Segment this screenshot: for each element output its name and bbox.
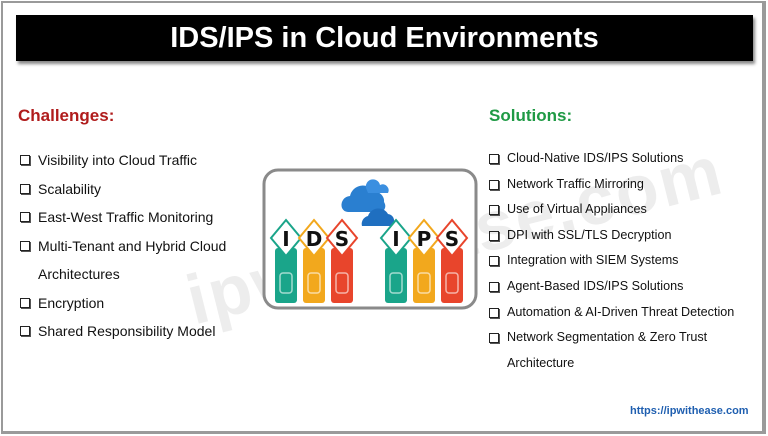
list-item-text: Multi-Tenant and Hybrid Cloud — [38, 237, 227, 254]
list-item: Network Segmentation & Zero Trust — [489, 325, 734, 351]
list-item: Encryption — [20, 289, 226, 318]
solutions-heading: Solutions: — [489, 106, 573, 125]
list-item-text: East-West Traffic Monitoring — [38, 209, 214, 225]
list-item-text: Scalability — [38, 180, 102, 197]
checkbox-bullet-icon — [20, 155, 30, 165]
ips-diamond — [407, 218, 441, 258]
ids-diamond — [269, 218, 303, 258]
ips-column-icon — [445, 272, 459, 294]
list-item: DPI with SSL/TLS Decryption — [489, 223, 734, 249]
list-item-text: Shared Responsibility Model — [38, 323, 216, 339]
list-item: Multi-Tenant and Hybrid Cloud — [20, 232, 226, 261]
list-item-text: Network Segmentation & Zero Trust — [507, 330, 708, 345]
list-item: Use of Virtual Appliances — [489, 197, 734, 223]
list-item-continuation: Architectures — [20, 260, 226, 289]
list-item-text: Encryption — [38, 294, 105, 311]
list-item: Cloud-Native IDS/IPS Solutions — [489, 146, 734, 172]
ids-letter: S — [335, 227, 349, 251]
list-item-text: Agent-Based IDS/IPS Solutions — [507, 278, 684, 293]
page-title: IDS/IPS in Cloud Environments — [16, 15, 753, 61]
ips-diamond — [379, 218, 413, 258]
checkbox-bullet-icon — [489, 154, 499, 164]
checkbox-bullet-icon — [489, 307, 499, 318]
list-item-text: Architecture — [507, 355, 575, 370]
list-item-continuation: Architecture — [489, 351, 734, 377]
ids-letter: I — [282, 227, 289, 251]
ips-column-icon — [389, 272, 403, 294]
ids-column-icon — [279, 272, 293, 294]
checkbox-bullet-icon — [20, 240, 30, 251]
list-item: Shared Responsibility Model — [20, 317, 226, 346]
footer-url-link[interactable]: https://ipwithease.com — [630, 405, 749, 417]
list-item: Network Traffic Mirroring — [489, 172, 734, 198]
ids-column-icon — [307, 272, 321, 294]
checkbox-bullet-icon — [489, 333, 499, 344]
checkbox-bullet-icon — [20, 326, 30, 336]
ips-letter: P — [417, 227, 432, 251]
list-item-text: Automation & AI-Driven Threat Detection — [507, 304, 735, 319]
list-item-text: Network Traffic Mirroring — [507, 176, 644, 191]
list-item-text: Use of Virtual Appliances — [507, 202, 647, 217]
checkbox-bullet-icon — [489, 179, 499, 190]
ids-letter: D — [306, 227, 323, 251]
solutions-list: Cloud-Native IDS/IPS Solutions Network T… — [489, 146, 734, 376]
list-item: Automation & AI-Driven Threat Detection — [489, 300, 734, 326]
checkbox-bullet-icon — [489, 256, 499, 267]
list-item-text: Architectures — [38, 266, 120, 282]
ids-diamond — [297, 218, 331, 258]
list-item-text: DPI with SSL/TLS Decryption — [507, 227, 672, 242]
ids-diamond — [325, 218, 359, 258]
list-item: Scalability — [20, 175, 226, 204]
list-item: East-West Traffic Monitoring — [20, 203, 226, 232]
list-item: Integration with SIEM Systems — [489, 248, 734, 274]
list-item-text: Cloud-Native IDS/IPS Solutions — [507, 151, 684, 165]
ips-column-icon — [417, 272, 431, 294]
checkbox-bullet-icon — [20, 212, 30, 222]
checkbox-bullet-icon — [20, 297, 30, 308]
list-item: Visibility into Cloud Traffic — [20, 146, 226, 175]
challenges-list: Visibility into Cloud Traffic Scalabilit… — [20, 146, 226, 346]
list-item-text: Integration with SIEM Systems — [507, 253, 679, 268]
list-item-text: Visibility into Cloud Traffic — [38, 152, 197, 168]
list-item: Agent-Based IDS/IPS Solutions — [489, 274, 734, 300]
challenges-heading: Challenges: — [18, 106, 115, 125]
checkbox-bullet-icon — [20, 183, 30, 194]
ips-letter: S — [445, 227, 459, 251]
checkbox-bullet-icon — [489, 281, 499, 292]
cloud-icon — [341, 179, 395, 226]
ips-diamond — [435, 218, 469, 258]
ids-column-icon — [335, 272, 349, 294]
checkbox-bullet-icon — [489, 205, 499, 216]
ips-letter: I — [392, 227, 399, 251]
checkbox-bullet-icon — [489, 230, 499, 241]
